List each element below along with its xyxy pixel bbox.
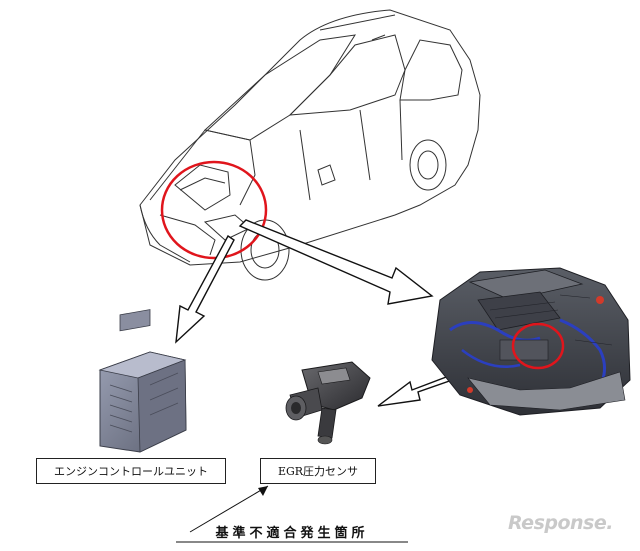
response-watermark: Response. [508,512,613,534]
ecu-module-icon [98,309,187,453]
engine-bay-icon [431,267,631,416]
car-line-drawing-icon [139,9,481,281]
arrow-car-to-engine [238,219,434,305]
highlight-circle-car [160,160,268,260]
caption-non-conformity-location: 基準不適合発生箇所 [215,526,369,541]
arrow-car-to-ecu [175,234,235,344]
caption-leader-arrow [176,485,408,543]
highlight-circle-engine [511,322,565,370]
hood-scoop-drawing [174,164,231,211]
pressure-sensor-icon [285,361,371,445]
ecu-label: エンジンコントロールユニット [36,458,226,484]
egr-sensor-label: EGR圧力センサ [260,458,376,484]
